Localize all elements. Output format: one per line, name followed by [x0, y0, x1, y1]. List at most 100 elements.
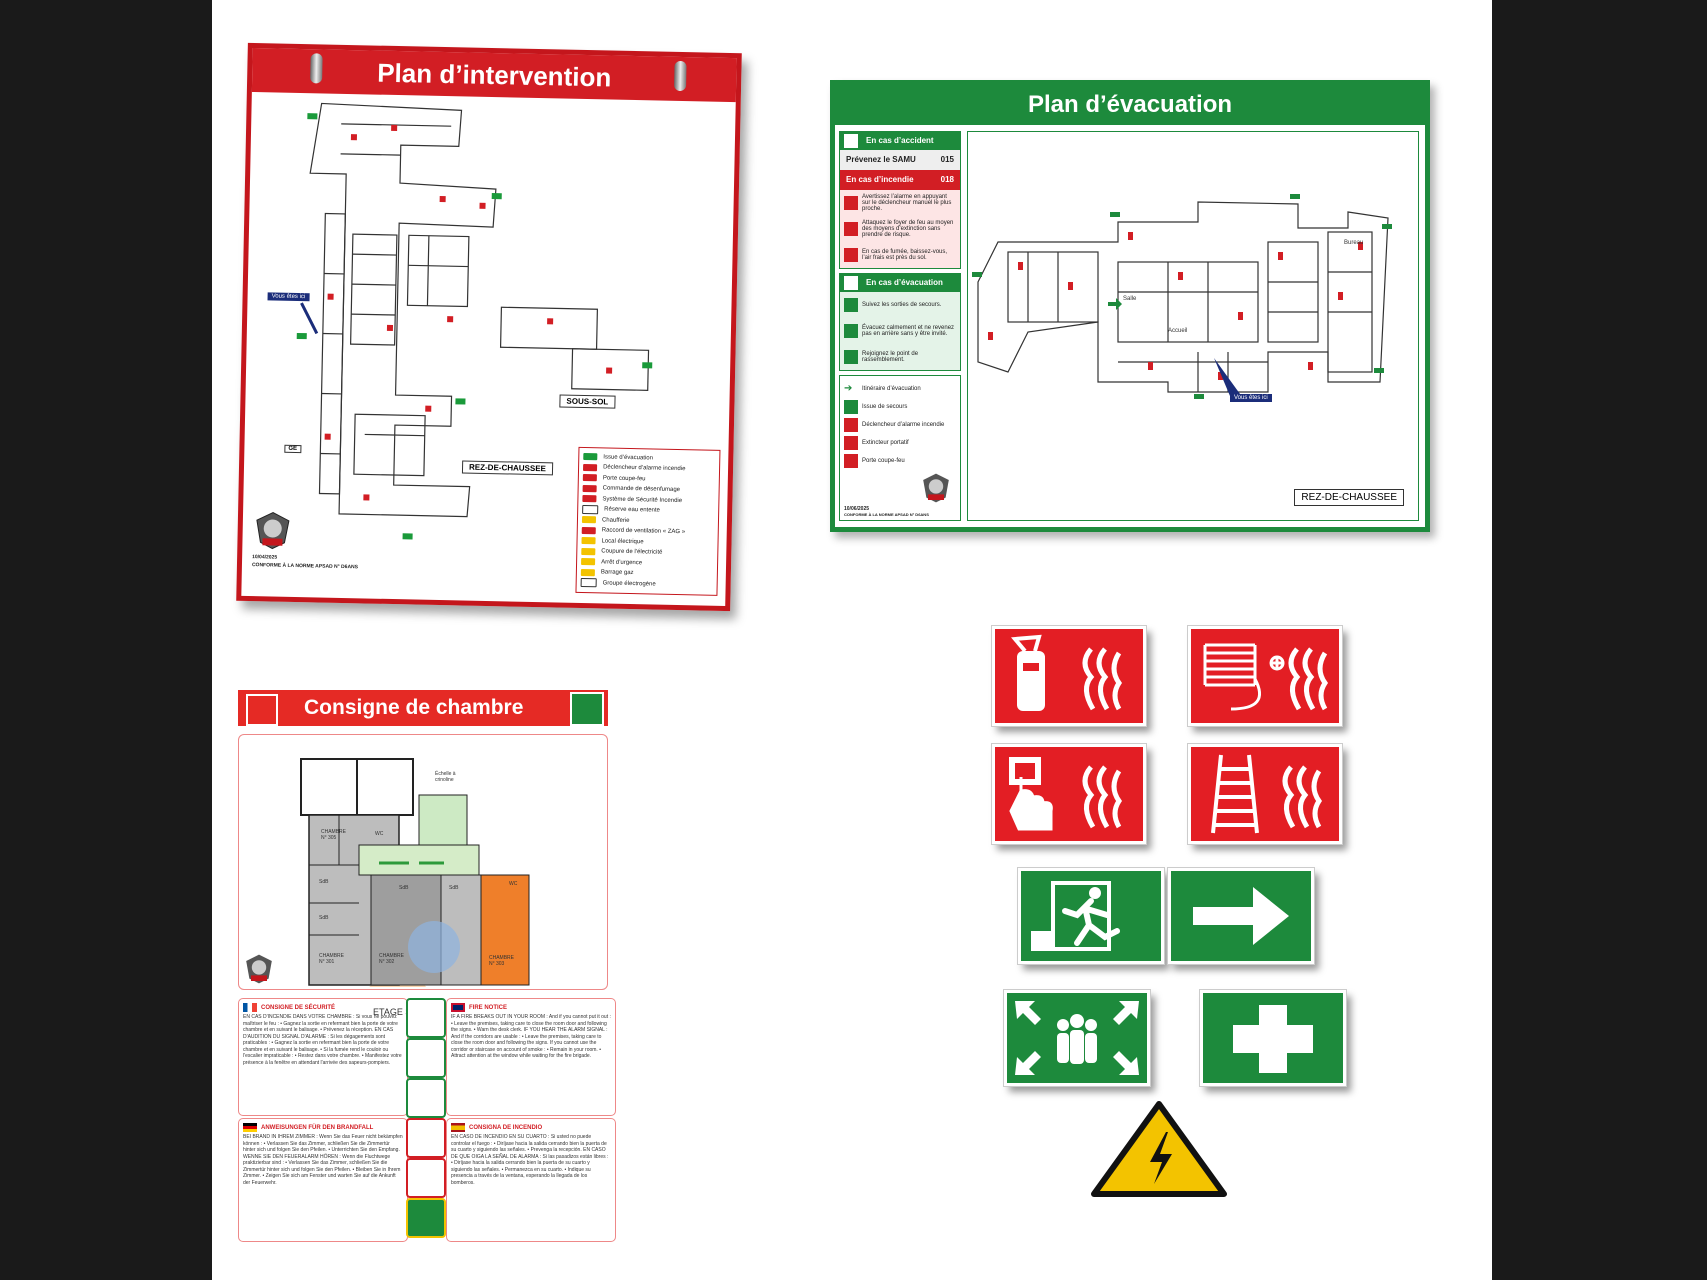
power-cut-icon	[581, 547, 596, 556]
first-aid-cross-icon	[844, 134, 858, 148]
electrical-room-icon	[581, 537, 596, 545]
english-instructions: FIRE NOTICE IF A FIRE BREAKS OUT IN YOUR…	[446, 998, 616, 1116]
company-logo-icon	[256, 511, 290, 550]
product-showcase-canvas: Plan d’intervention	[212, 0, 1492, 1280]
bathroom-label: SdB	[449, 885, 459, 891]
smoke-crouch-icon	[844, 248, 858, 262]
fire-hose-reel-sign-icon	[1187, 625, 1343, 727]
ssi-icon	[582, 495, 597, 503]
assembly-point-icon	[844, 350, 858, 364]
electrical-hazard-warning-icon	[1091, 1101, 1227, 1197]
french-instructions: CONSIGNE DE SÉCURITÉ EN CAS D'INCENDIE D…	[238, 998, 408, 1116]
evacuation-box: En cas d’évacuation Suivez les sorties d…	[839, 273, 961, 371]
basement-floor-label: SOUS-SOL	[559, 394, 616, 409]
emergency-stop-icon	[581, 558, 596, 566]
room-label: CHAMBRE N° 303	[489, 955, 515, 967]
fire-extinguisher-sign-icon	[991, 625, 1147, 727]
company-logo-icon	[246, 954, 272, 984]
exit-sign-icon	[844, 298, 858, 312]
assembly-point-sign-icon	[1003, 989, 1151, 1087]
no-return-icon	[844, 324, 858, 338]
you-are-here-marker: Vous êtes ici	[267, 292, 310, 302]
boiler-room-icon	[581, 516, 597, 524]
room-label: Salle	[1123, 296, 1137, 302]
generator-icon	[580, 578, 597, 588]
alarm-trigger-icon	[844, 418, 858, 432]
first-aid-cross-sign-icon	[1199, 989, 1347, 1087]
room-label: CHAMBRE N° 301	[319, 953, 345, 965]
route-arrow-icon: ➔	[844, 382, 858, 396]
intervention-date: 10/04/2025	[252, 554, 278, 561]
evacuation-plan-title: Plan d’évacuation	[835, 85, 1425, 125]
mounting-rivet-icon	[310, 53, 323, 84]
evacuation-floor-label: REZ-DE-CHAUSSEE	[1294, 489, 1404, 506]
room-instructions-header: Consigne de chambre	[238, 690, 608, 726]
emergency-exit-running-man-sign-icon	[1017, 867, 1165, 965]
room-label: CHAMBRE N° 305	[321, 829, 347, 841]
room-floor-label: ETAGE 3	[373, 1007, 411, 1017]
ground-floor-label: REZ-DE-CHAUSSEE	[461, 460, 554, 476]
water-reserve-icon	[582, 504, 599, 515]
french-flag-icon	[243, 1003, 257, 1012]
fire-extinguisher-icon	[246, 694, 278, 726]
fire-ladder-sign-icon	[1187, 743, 1343, 845]
you-are-here-marker: Vous êtes ici	[1230, 394, 1272, 402]
alarm-icon	[583, 463, 598, 472]
fire-door-icon	[844, 454, 858, 468]
phone-call-icon	[406, 998, 446, 1038]
bathroom-label: SdB	[319, 879, 329, 885]
evacuation-plan-board: Plan d’évacuation En cas d’accident Prév…	[830, 80, 1430, 532]
evacuation-norm-text: CONFORME À LA NORME APSAD N° D6ANS	[844, 512, 929, 517]
generator-label: GE	[284, 444, 302, 454]
ventilation-icon	[581, 526, 596, 535]
company-logo-icon	[923, 473, 949, 503]
exit-icon	[583, 453, 598, 461]
intervention-legend: Issue d’évacuation Déclencheur d’alarme …	[575, 446, 721, 596]
exit-door-icon	[406, 1038, 446, 1078]
evacuation-legend: ➔Itinéraire d’évacuation Issue de secour…	[839, 375, 961, 521]
emergency-exit-icon	[844, 400, 858, 414]
extinguisher-icon	[844, 222, 858, 236]
no-elevator-icon	[406, 1118, 446, 1158]
intervention-floor-plan-drawing	[296, 102, 653, 540]
german-instructions: ANWEISUNGEN FÜR DEN BRANDFALL BEI BRAND …	[238, 1118, 408, 1242]
room-label: CHAMBRE N° 302	[379, 953, 405, 965]
bathroom-label: SdB	[399, 885, 409, 891]
alarm-button-icon	[844, 196, 858, 210]
intervention-plan-board: Plan d’intervention	[236, 42, 742, 612]
intervention-plan-body: Vous êtes ici SOUS-SOL REZ-DE-CHAUSSEE G…	[241, 92, 735, 606]
room-instructions-poster: Consigne de chambre Échelle à crinoline …	[238, 690, 616, 1242]
smoke-control-icon	[582, 484, 597, 493]
room-label: Accueil	[1168, 328, 1187, 334]
portable-extinguisher-icon	[844, 436, 858, 450]
gas-valve-icon	[580, 568, 595, 577]
room-floor-plan-drawing	[300, 758, 530, 994]
group-evacuate-icon	[406, 1078, 446, 1118]
spanish-flag-icon	[451, 1123, 465, 1132]
spanish-instructions: CONSIGNA DE INCENDIO EN CASO DE INCENDIO…	[446, 1118, 616, 1242]
stay-in-room-icon	[406, 1158, 446, 1198]
fire-door-icon	[582, 474, 597, 482]
direction-arrow-right-sign-icon	[1167, 867, 1315, 965]
stair-label: Échelle à crinoline	[435, 771, 456, 783]
fire-alarm-call-point-sign-icon	[991, 743, 1147, 845]
window-signal-icon	[406, 1198, 446, 1238]
uk-flag-icon	[451, 1003, 465, 1012]
intervention-plan-title: Plan d’intervention	[376, 57, 612, 93]
exit-person-icon	[844, 276, 858, 290]
room-label: Bureau	[1344, 240, 1363, 246]
bathroom-label: SdB	[319, 915, 329, 921]
german-flag-icon	[243, 1123, 257, 1132]
evacuation-date: 10/06/2025	[844, 506, 870, 512]
evacuation-floor-plan-drawing: Salle Accueil Bureau	[972, 194, 1392, 399]
mounting-rivet-icon	[673, 60, 687, 92]
wc-label: WC	[375, 831, 384, 837]
room-instructions-title: Consigne de chambre	[304, 696, 524, 719]
wc-label: WC	[509, 881, 518, 887]
emergency-exit-icon	[570, 692, 604, 726]
room-floor-plan: Échelle à crinoline CHAMBRE N° 305 CHAMB…	[238, 734, 608, 1017]
